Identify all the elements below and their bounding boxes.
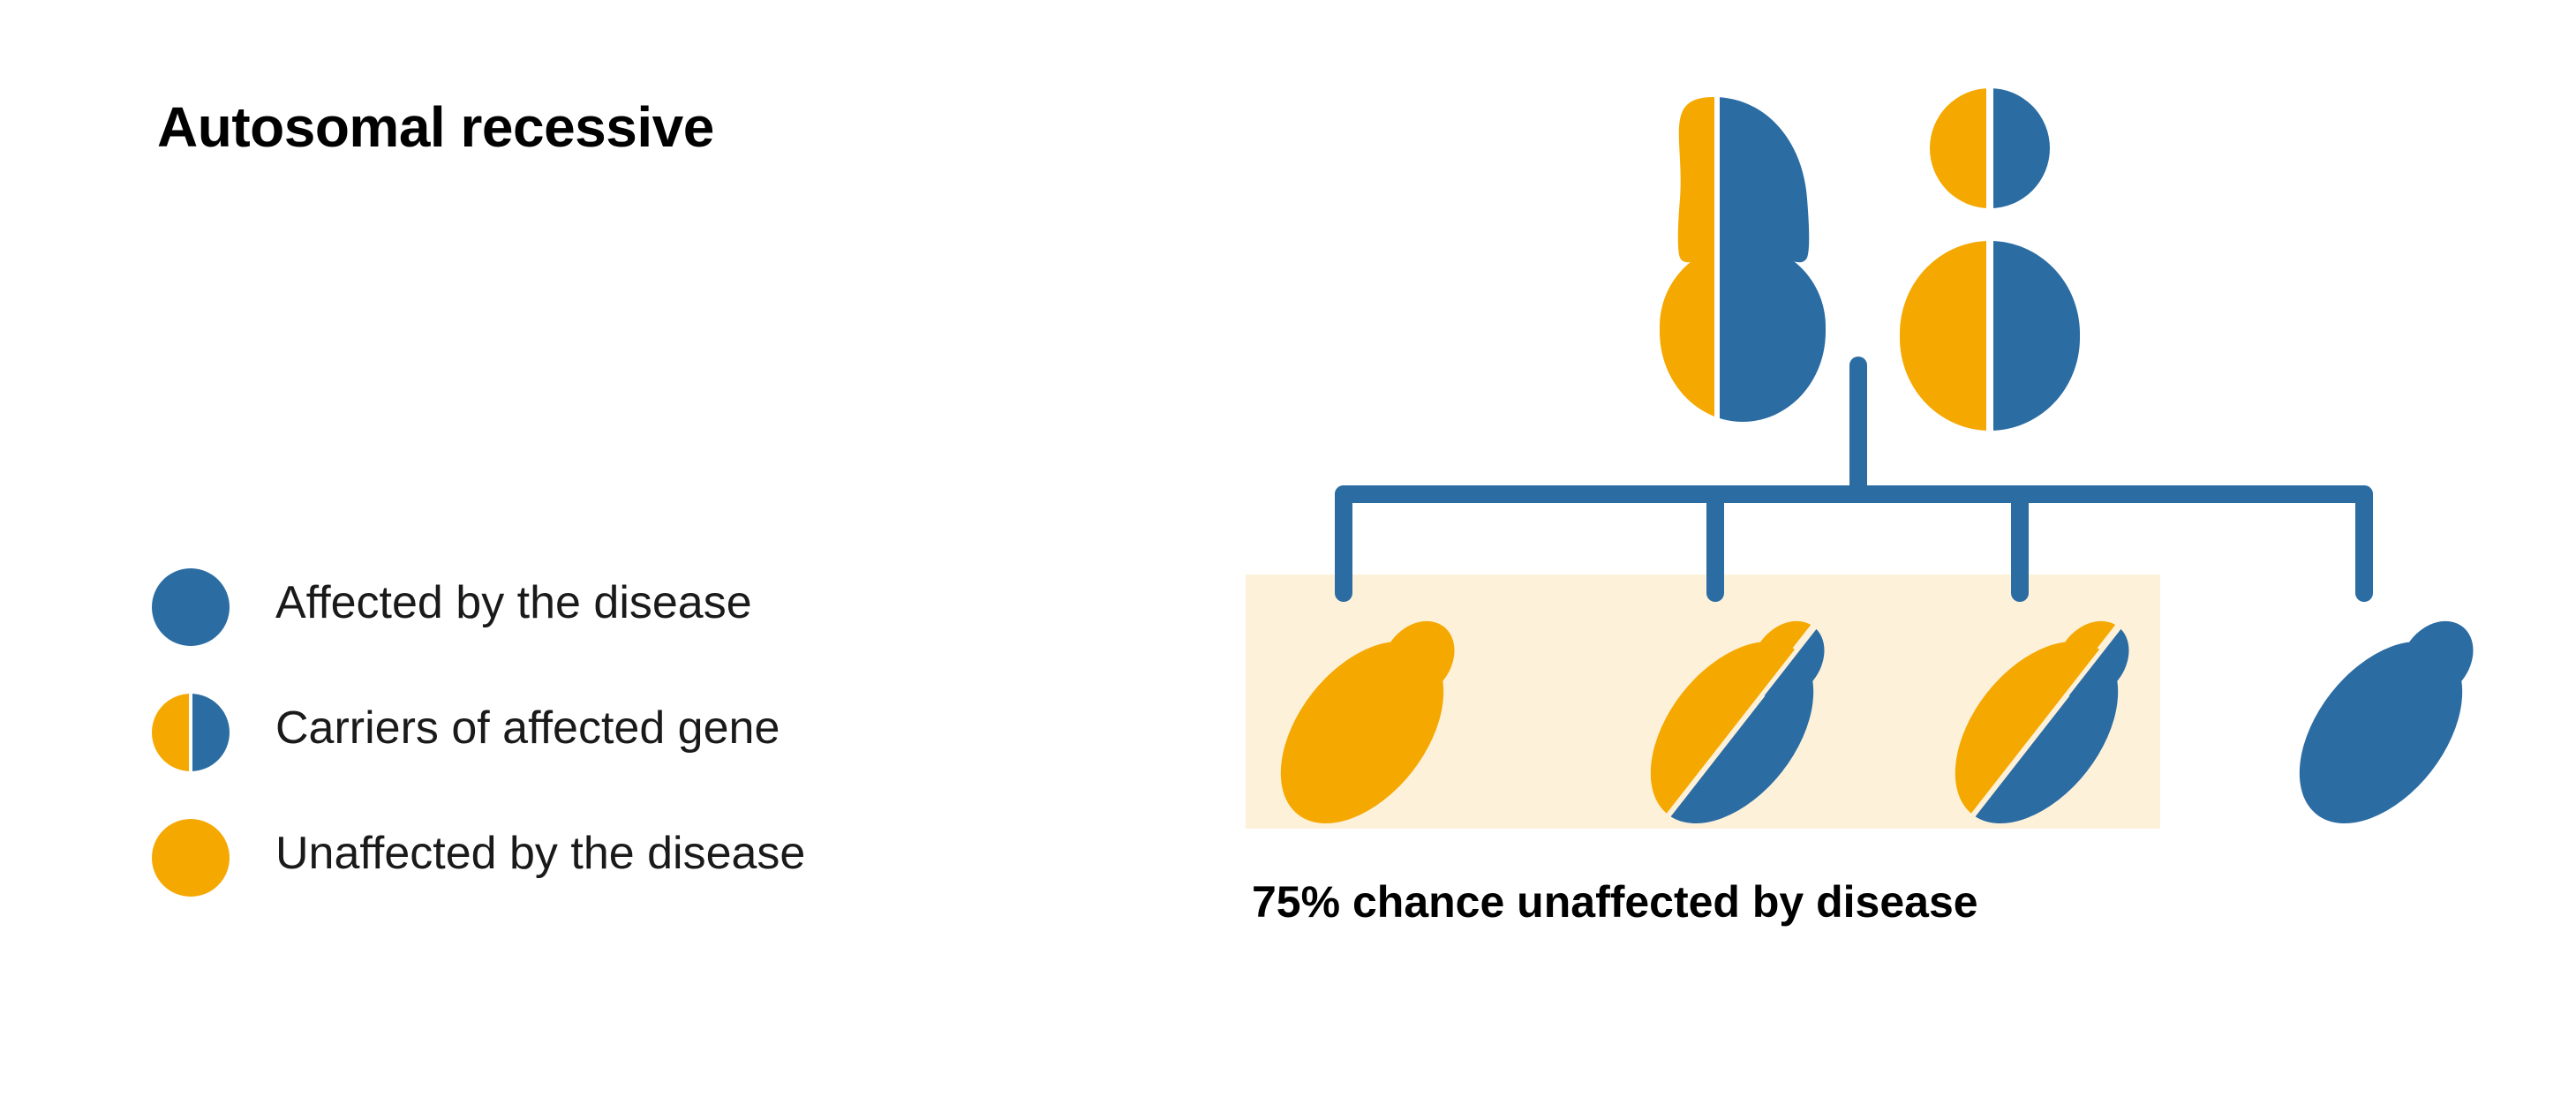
child-2-body bbox=[1617, 611, 1847, 854]
swatch-left-half bbox=[152, 568, 191, 646]
mother-head bbox=[1677, 97, 1810, 267]
child-4-body-fill bbox=[2266, 611, 2496, 854]
father-head bbox=[1930, 88, 2050, 208]
parent-figure-father bbox=[1900, 88, 2080, 431]
child-figure-2-carrier bbox=[1617, 606, 1847, 854]
legend-label-unaffected: Unaffected by the disease bbox=[275, 828, 806, 879]
legend: Affected by the disease Carriers of affe… bbox=[152, 565, 1035, 941]
legend-label-affected: Affected by the disease bbox=[275, 577, 752, 628]
swatch-left-half bbox=[152, 819, 191, 897]
child-figure-3-carrier bbox=[1922, 606, 2151, 854]
swatch-right-half bbox=[191, 568, 230, 646]
pedigree-connectors bbox=[1335, 357, 2373, 602]
carrier-circle-icon bbox=[152, 694, 230, 771]
page-title: Autosomal recessive bbox=[157, 95, 714, 159]
child-1-body-fill bbox=[1247, 611, 1477, 854]
child-3-body bbox=[1922, 611, 2151, 854]
father-body bbox=[1900, 241, 2080, 431]
swatch-divider bbox=[189, 694, 192, 771]
probability-caption: 75% chance unaffected by disease bbox=[1252, 877, 1978, 927]
swatch-right-half bbox=[191, 819, 230, 897]
swatch-right-half bbox=[191, 694, 230, 771]
child-1-body bbox=[1247, 611, 1477, 854]
legend-item-unaffected: Unaffected by the disease bbox=[152, 815, 1035, 941]
mother-head-left-half bbox=[1677, 97, 1714, 267]
child-figure-1-unaffected bbox=[1247, 606, 1477, 854]
father-body-right-half bbox=[1993, 241, 2080, 431]
father-body-left-half bbox=[1900, 241, 1986, 431]
unaffected-circle-icon bbox=[152, 819, 230, 897]
legend-item-affected: Affected by the disease bbox=[152, 565, 1035, 690]
father-head-left-half bbox=[1930, 88, 1986, 208]
mother-body bbox=[1660, 244, 1826, 422]
mother-body-left-half bbox=[1660, 244, 1714, 422]
affected-circle-icon bbox=[152, 568, 230, 646]
parent-figure-mother bbox=[1660, 97, 1826, 422]
child-figure-4-affected bbox=[2266, 606, 2496, 854]
mother-body-right-half bbox=[1720, 244, 1826, 422]
child-4-body bbox=[2266, 611, 2496, 854]
legend-label-carrier: Carriers of affected gene bbox=[275, 702, 780, 754]
swatch-left-half bbox=[152, 694, 191, 771]
father-head-right-half bbox=[1993, 88, 2050, 208]
legend-item-carrier: Carriers of affected gene bbox=[152, 690, 1035, 815]
